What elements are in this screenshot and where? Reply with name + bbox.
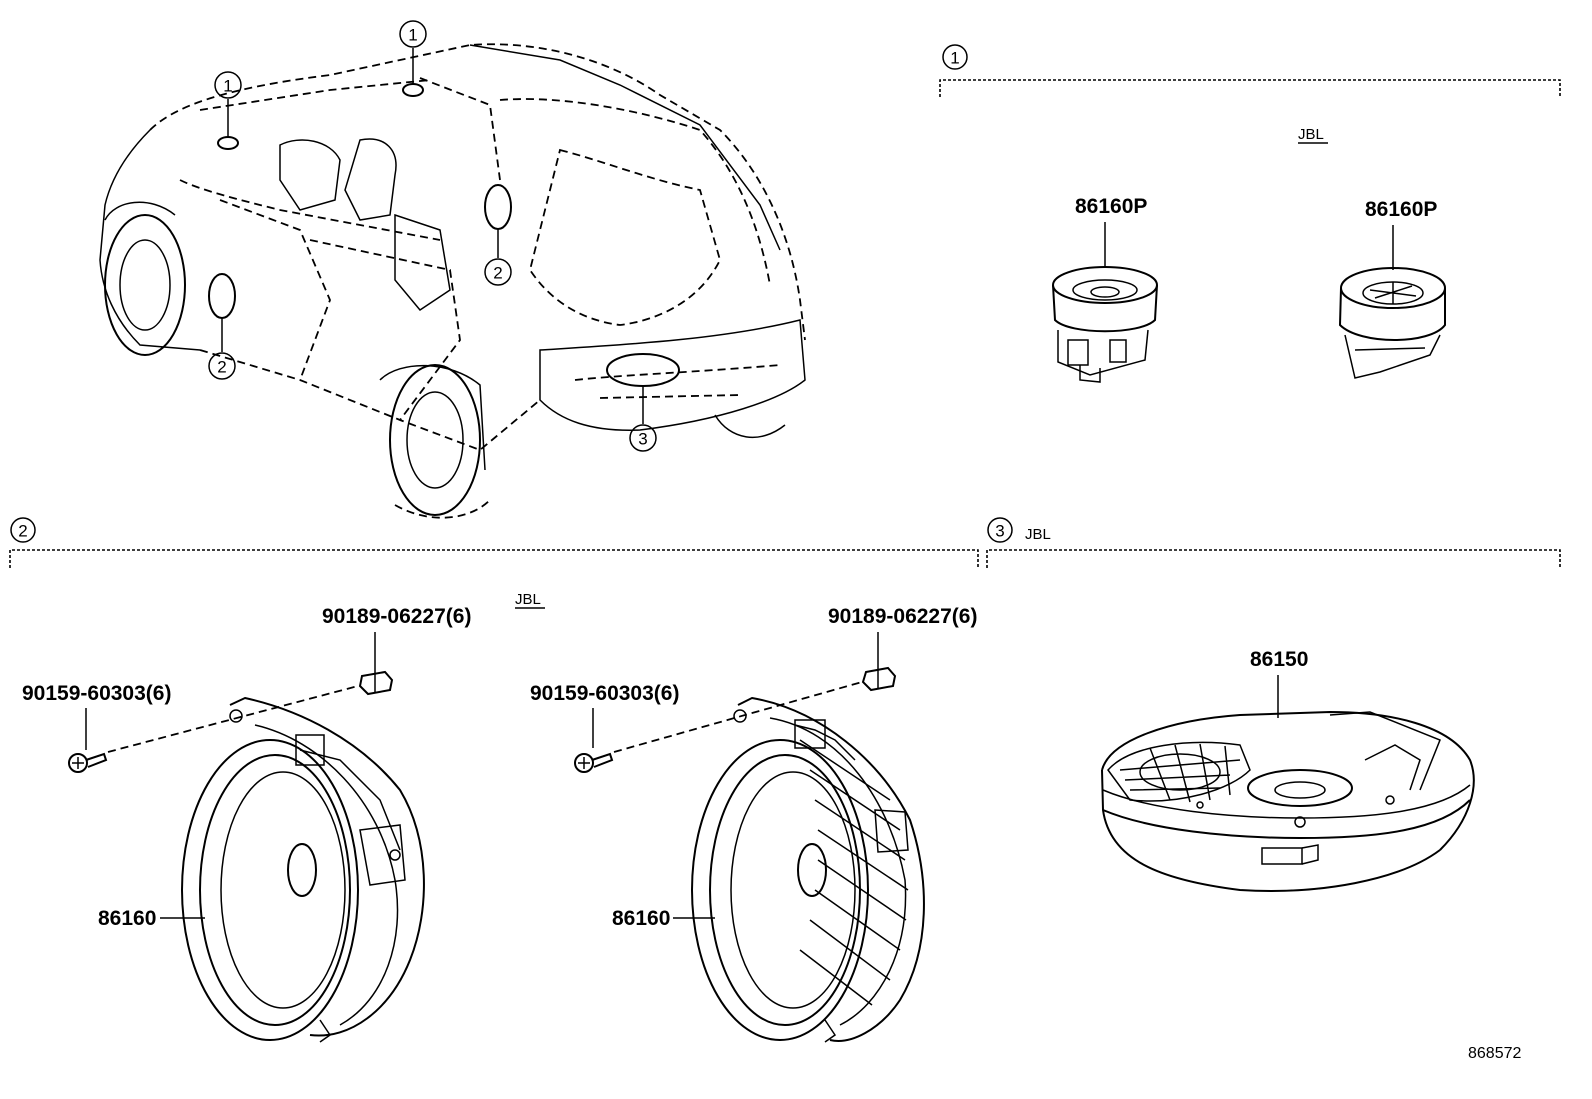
section-3-jbl-label: JBL [1025,526,1051,543]
svg-text:3: 3 [995,522,1004,541]
part-90159-right-label: 90159-60303(6) [530,682,679,705]
clip-right-drawing [861,666,897,692]
door-speaker-right-drawing [691,696,925,1043]
tweeter-location-left [217,136,239,150]
door-speaker-location-rear [484,184,512,230]
svg-text:1: 1 [408,26,417,45]
section-2-jbl-label: JBL [515,591,541,608]
screw-right-drawing [574,752,614,773]
tweeter-left-drawing [1052,266,1158,383]
part-86150-label: 86150 [1250,648,1308,671]
callout-top-a: 1 [214,71,242,99]
part-86160P-left-label: 86160P [1075,195,1147,218]
svg-text:2: 2 [493,264,502,283]
section-3: 3 JBL 86150 [986,517,1561,892]
svg-text:1: 1 [950,49,959,68]
part-90189-left-label: 90189-06227(6) [322,605,471,628]
screw-left-drawing [68,752,108,773]
subwoofer-location [606,353,680,387]
callout-door-front: 2 [208,352,236,380]
section-1-jbl-label: JBL [1298,126,1324,143]
section-2: 2 JBL 90189-06227(6) 90159-60303(6) [9,517,979,1043]
tweeter-right-drawing [1338,267,1446,379]
callout-top-b: 1 [399,20,427,48]
part-90159-left-label: 90159-60303(6) [22,682,171,705]
svg-text:3: 3 [638,430,647,449]
callout-door-rear: 2 [484,258,512,286]
callout-rear: 3 [629,424,657,452]
svg-text:2: 2 [217,358,226,377]
part-86160-right-label: 86160 [612,907,670,930]
tweeter-location-right [402,83,424,97]
clip-left-drawing [358,670,394,696]
section-1: 1 JBL 86160P 86160P [939,44,1561,383]
door-speaker-left-drawing [181,696,425,1043]
part-86160-left-label: 86160 [98,907,156,930]
svg-text:1: 1 [223,77,232,96]
part-86160P-right-label: 86160P [1365,198,1437,221]
door-speaker-location-front [208,273,236,319]
part-90189-right-label: 90189-06227(6) [828,605,977,628]
car-illustration: 1 1 2 2 3 [99,20,806,519]
svg-text:2: 2 [18,522,27,541]
subwoofer-drawing [1101,710,1475,892]
diagram-reference-number: 868572 [1468,1045,1521,1062]
